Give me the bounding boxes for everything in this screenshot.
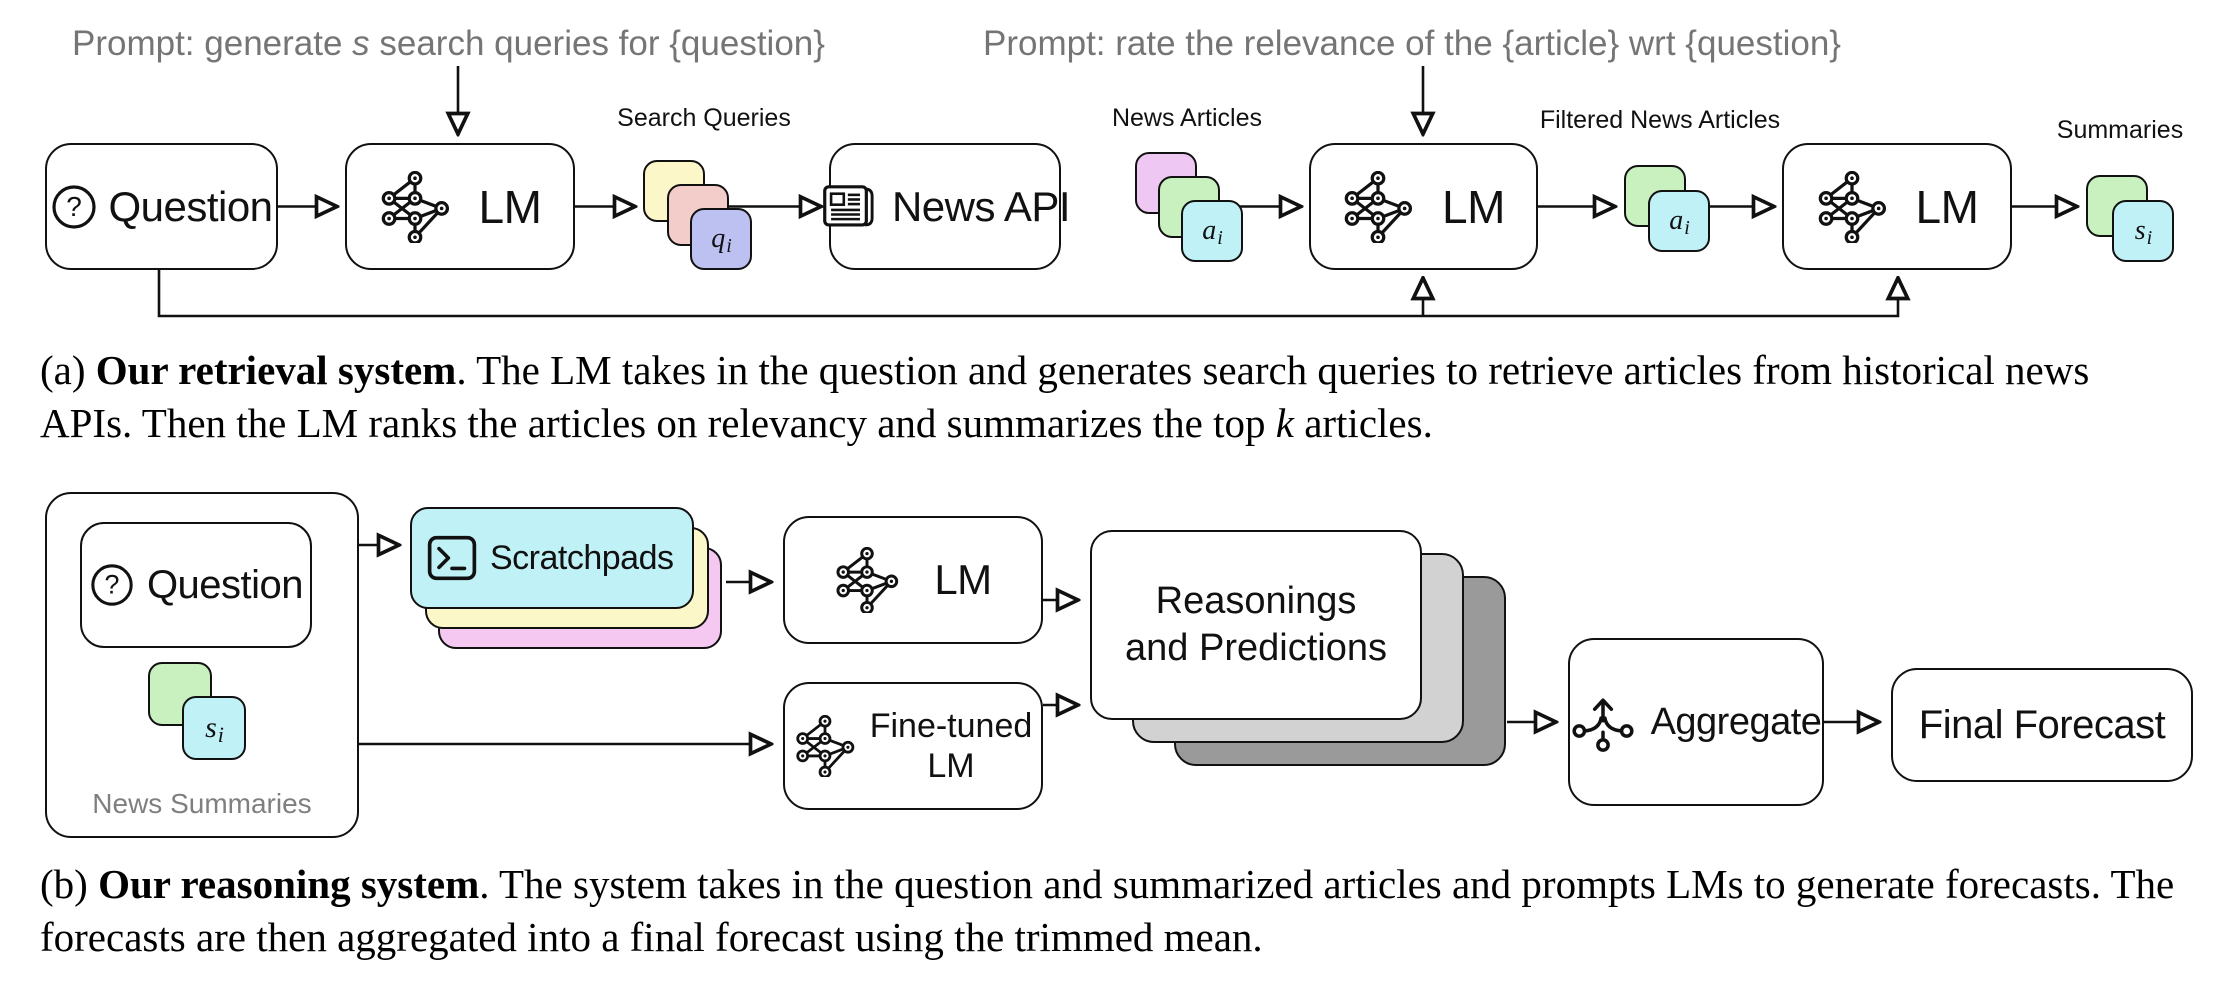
newspaper-icon [823,184,874,226]
summary-card-subscript: i [2146,227,2153,249]
neural-network-icon [836,547,899,613]
question-label: Question [108,182,273,230]
filtered-card-symbol: a [1669,205,1684,236]
prompt-generate-queries: Prompt: generate s search queries for {q… [72,24,825,64]
scratchpads-label: Scratchpads [490,538,674,577]
lm3-node: LM [1782,143,2012,270]
query-card-symbol: q [711,223,726,254]
final-forecast-node: Final Forecast [1891,668,2193,782]
question-icon: ? [52,184,97,229]
prompt-query-prefix: Prompt: generate [72,24,353,63]
summary-card-symbol: s [205,711,217,744]
scratchpad-sheet-front: Scratchpads [410,507,694,609]
reasonings-line2: and Predictions [1125,627,1387,669]
news-articles-label: News Articles [1111,104,1263,132]
aggregate-label: Aggregate [1650,700,1822,743]
merge-aggregate-icon [1572,698,1634,752]
aggregate-node: Aggregate [1568,638,1824,806]
lm2-node: LM [1309,143,1538,270]
lm-b-label: LM [934,556,992,603]
feedback-line-question [157,270,1898,318]
neural-network-icon [1344,170,1413,243]
caption-a-tag: (a) [40,347,96,393]
neural-network-icon [1818,170,1886,243]
query-card-subscript: i [726,235,732,257]
summary-card-subscript: i [217,722,224,747]
fine-tuned-lm-label: Fine-tuned LM [870,706,1033,786]
reasonings-sheet-front: Reasonings and Predictions [1090,530,1422,720]
scratchpads-stack: Scratchpads [410,507,730,652]
reasonings-line1: Reasonings [1155,579,1357,622]
caption-a: (a) Our retrieval system. The LM takes i… [40,344,2188,450]
article-card-symbol: a [1202,215,1217,246]
caption-a-math-k: k [1275,400,1294,446]
svg-text:?: ? [104,570,119,600]
filtered-card-subscript: i [1684,217,1690,239]
lm3-label: LM [1915,180,1979,233]
neural-network-icon [381,170,449,243]
fine-tuned-lm-node: Fine-tuned LM [783,682,1043,810]
lm2-label: LM [1442,180,1505,233]
prompt-query-var: s [352,24,370,63]
search-queries-label: Search Queries [617,104,791,132]
lm1-label: LM [478,180,542,233]
caption-a-body: . The LM takes in the question and gener… [40,347,2090,446]
caption-b-body: . The system takes in the question and s… [40,861,2175,960]
reasonings-label: Reasonings and Predictions [1125,578,1387,673]
article-card-subscript: i [1217,227,1223,249]
question-b-label: Question [146,562,304,607]
svg-text:?: ? [67,191,83,222]
caption-a-title: Our retrieval system [95,347,457,393]
fine-tuned-line2: LM [927,747,975,785]
summaries-label: Summaries [2056,116,2184,144]
news-summaries-label: News Summaries [92,788,312,819]
caption-a-body-end: articles. [1293,400,1433,446]
summary-card-symbol: s [2134,215,2146,246]
neural-network-icon [796,715,855,777]
question-node: ? Question [45,143,278,270]
reasonings-stack: Reasonings and Predictions [1090,530,1510,770]
lm-node-b: LM [783,516,1043,644]
caption-b-title: Our reasoning system [98,861,480,907]
caption-b: (b) Our reasoning system. The system tak… [40,858,2188,964]
news-api-label: News API [891,182,1071,230]
final-forecast-label: Final Forecast [1918,702,2166,747]
question-icon: ? [91,564,133,606]
filtered-news-articles-label: Filtered News Articles [1539,106,1781,134]
terminal-icon [427,535,477,581]
prompt-rate-relevance: Prompt: rate the relevance of the {artic… [983,24,1841,63]
lm1-node: LM [345,143,575,270]
prompt-query-suffix: search queries for {question} [369,24,825,63]
question-node-b: ? Question [80,522,312,648]
caption-b-tag: (b) [40,861,99,907]
news-api-node: News API [823,143,1071,270]
fine-tuned-line1: Fine-tuned [869,706,1033,745]
